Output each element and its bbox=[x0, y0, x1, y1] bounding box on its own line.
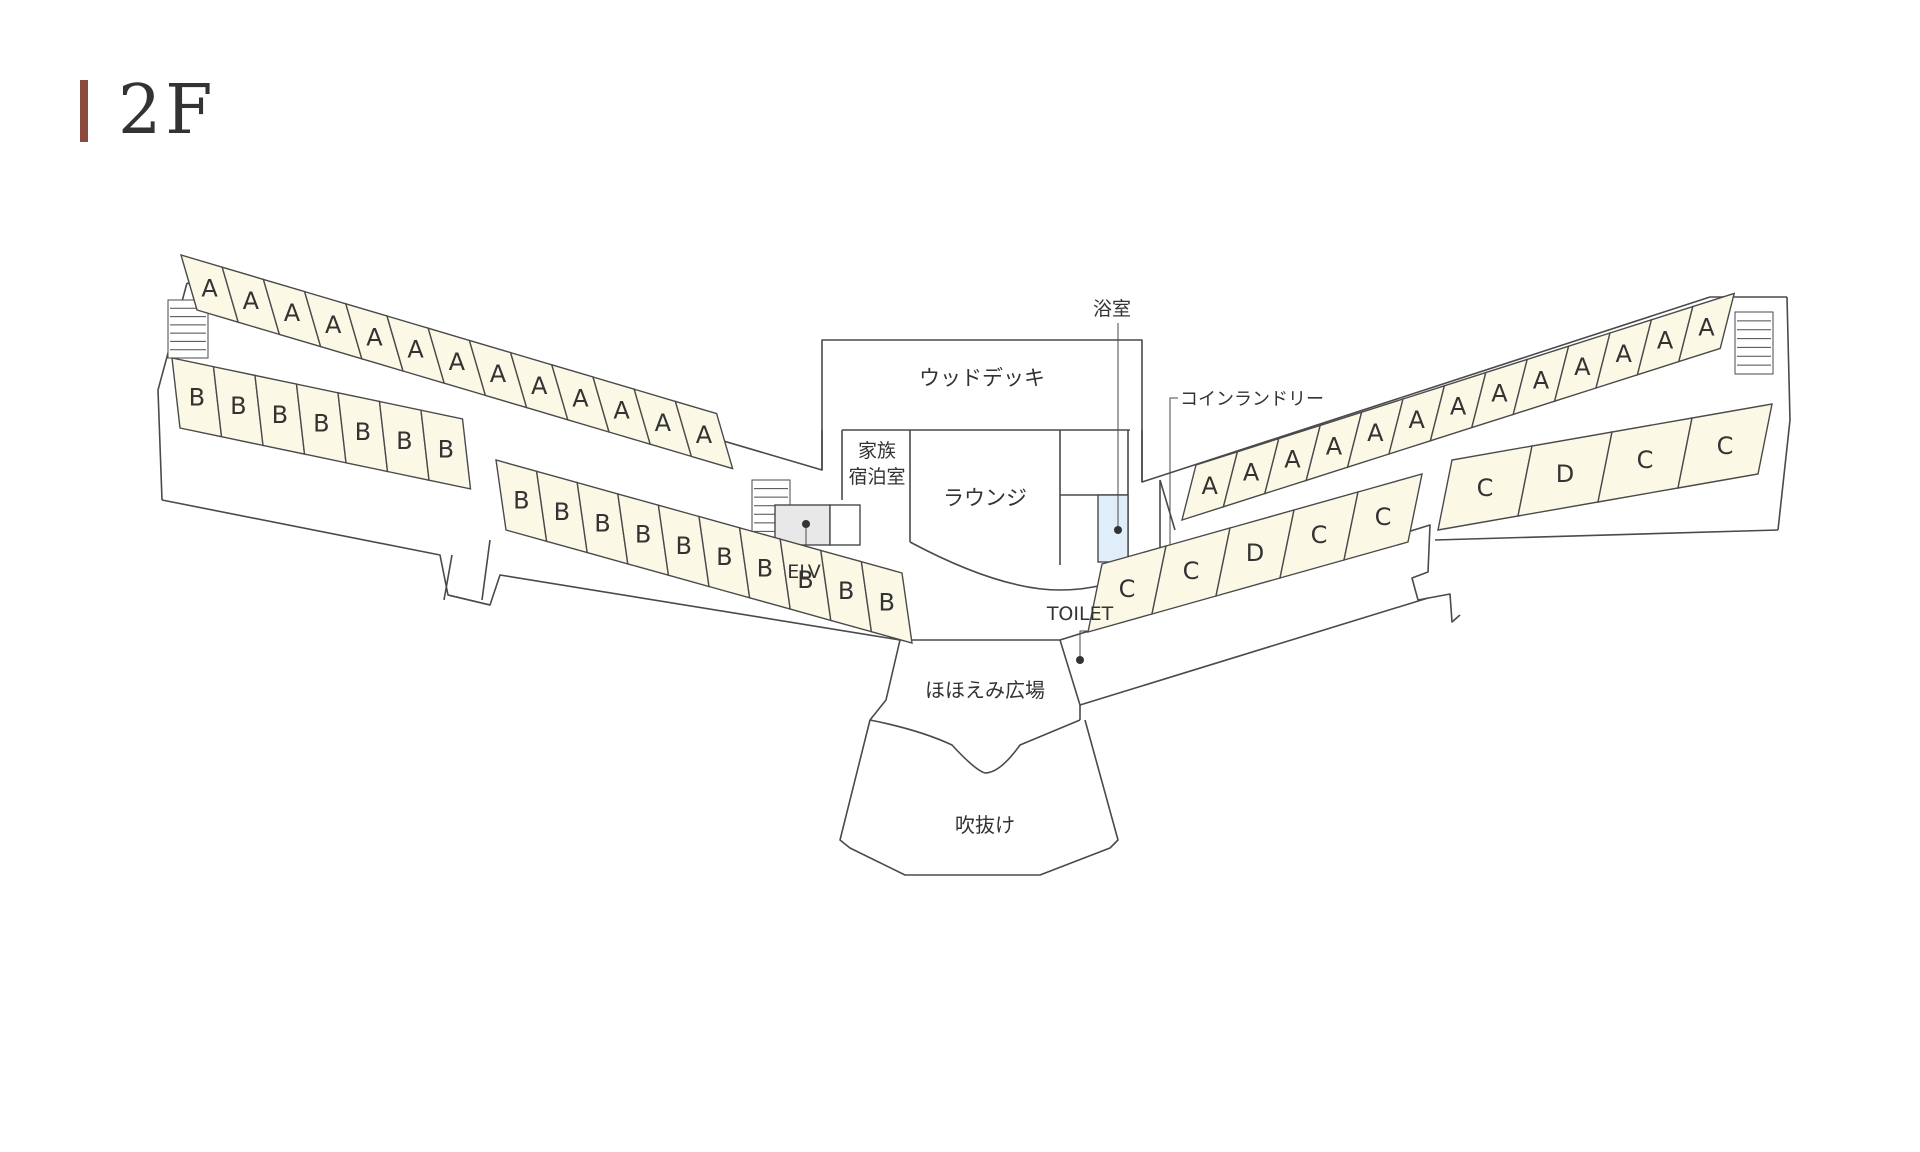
room-cell bbox=[860, 560, 913, 644]
room-type-label: B bbox=[313, 410, 329, 438]
elevator-hall bbox=[829, 504, 861, 546]
room-type-label: B bbox=[554, 498, 570, 526]
room-cell bbox=[1343, 473, 1423, 561]
room-type-label: C bbox=[1375, 503, 1392, 531]
room-type-label: A bbox=[1201, 472, 1218, 500]
stair-block bbox=[1734, 311, 1774, 375]
room-type-label: A bbox=[1533, 366, 1550, 394]
coin-laundry-label: コインランドリー bbox=[1180, 389, 1324, 410]
room-type-label: A bbox=[1284, 446, 1301, 474]
room-type-label: C bbox=[1637, 446, 1654, 474]
room-type-label: C bbox=[1119, 575, 1136, 603]
room-cell bbox=[674, 400, 734, 470]
room-type-label: A bbox=[1491, 380, 1508, 408]
room-type-label: C bbox=[1183, 557, 1200, 585]
coin-laundry bbox=[1166, 397, 1178, 555]
room-type-label: A bbox=[1326, 432, 1343, 460]
room-type-label: A bbox=[1408, 406, 1425, 434]
elevator-marker bbox=[802, 520, 810, 528]
room-type-label: A bbox=[1243, 459, 1260, 487]
lounge-label: ラウンジ bbox=[943, 486, 1027, 510]
room-type-label: A bbox=[449, 348, 466, 376]
toilet-marker bbox=[1076, 656, 1084, 664]
toilet-label: TOILET bbox=[1046, 603, 1114, 625]
room-type-label: A bbox=[325, 311, 342, 339]
room-type-label: B bbox=[189, 383, 205, 411]
room-type-label: B bbox=[396, 427, 412, 455]
room-type-label: B bbox=[272, 401, 288, 429]
accent-bar bbox=[80, 80, 88, 142]
room-type-label: A bbox=[696, 421, 713, 449]
room-type-label: B bbox=[230, 392, 246, 420]
family-room-label-1: 家族 bbox=[858, 440, 896, 462]
elevator-label: ELV bbox=[787, 561, 821, 583]
room-type-label: A bbox=[531, 372, 548, 400]
room-type-label: B bbox=[716, 543, 732, 571]
room-type-label: B bbox=[675, 532, 691, 560]
room-type-label: D bbox=[1556, 460, 1574, 488]
room-type-label: A bbox=[201, 275, 218, 303]
room-type-label: A bbox=[613, 397, 630, 425]
wood-deck-label: ウッドデッキ bbox=[919, 366, 1045, 390]
room-cell bbox=[420, 409, 472, 490]
room-type-label: A bbox=[284, 299, 301, 327]
room-cell bbox=[1677, 403, 1773, 489]
room-type-label: A bbox=[1615, 340, 1632, 368]
room-type-label: B bbox=[438, 436, 454, 464]
room-type-label: C bbox=[1311, 521, 1328, 549]
room-type-label: A bbox=[243, 287, 260, 315]
bath-label: 浴室 bbox=[1093, 298, 1131, 320]
room-type-label: A bbox=[1698, 314, 1715, 342]
room-type-label: B bbox=[797, 566, 813, 594]
toilet-leader bbox=[1079, 630, 1090, 660]
room-type-label: D bbox=[1246, 539, 1264, 567]
room-type-label: B bbox=[513, 487, 529, 515]
room-type-label: A bbox=[1574, 353, 1591, 381]
room-type-label: B bbox=[355, 418, 371, 446]
floor-title: 2F bbox=[118, 71, 217, 150]
room-type-label: B bbox=[838, 577, 854, 605]
room-type-label: B bbox=[594, 509, 610, 537]
room-type-label: B bbox=[878, 588, 894, 616]
bath bbox=[1097, 323, 1129, 563]
room-type-label: B bbox=[757, 554, 773, 582]
room-type-label: A bbox=[1367, 419, 1384, 447]
laundry-leader bbox=[1169, 397, 1178, 550]
building-outline bbox=[157, 282, 1791, 876]
toilet bbox=[1076, 630, 1090, 664]
bath-room bbox=[1097, 494, 1129, 563]
room-type-label: A bbox=[366, 323, 383, 351]
floor-header: 2F bbox=[80, 76, 216, 146]
family-room-label-2: 宿泊室 bbox=[848, 466, 905, 488]
room-type-label: C bbox=[1717, 432, 1734, 460]
bath-marker bbox=[1114, 526, 1122, 534]
room-type-label: A bbox=[572, 384, 589, 412]
room-type-label: A bbox=[1450, 393, 1467, 421]
room-type-label: A bbox=[490, 360, 507, 388]
room-type-label: B bbox=[635, 521, 651, 549]
atrium-label: 吹抜け bbox=[955, 813, 1015, 837]
room-type-label: C bbox=[1477, 474, 1494, 502]
elevator bbox=[774, 504, 861, 556]
plaza-label: ほほえみ広場 bbox=[925, 678, 1045, 702]
room-type-label: A bbox=[655, 409, 672, 437]
room-cell bbox=[1677, 292, 1736, 363]
room-type-label: A bbox=[407, 336, 424, 364]
room-type-label: A bbox=[1657, 327, 1674, 355]
